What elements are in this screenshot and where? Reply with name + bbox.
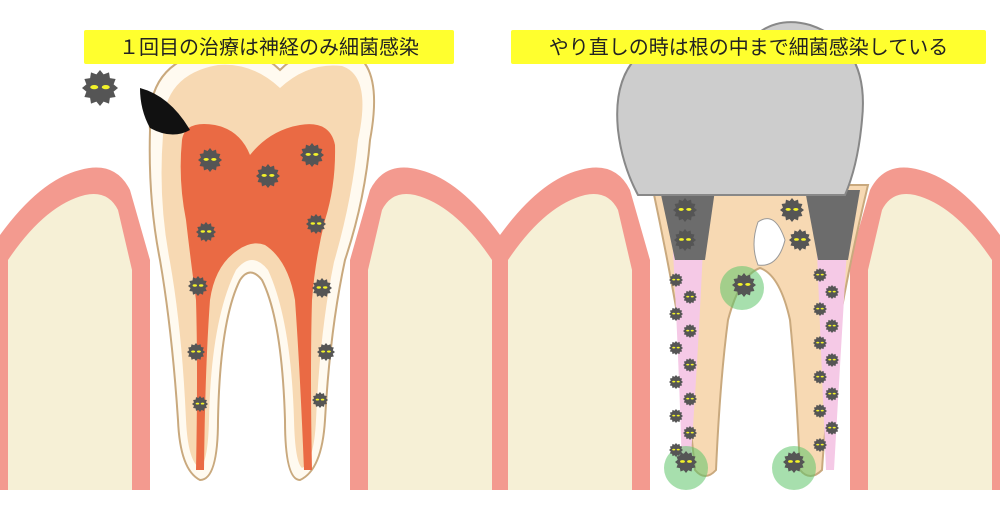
bacteria-germ-icon (312, 278, 332, 298)
panel-first-treatment: １回目の治療は神経のみ細菌感染 (0, 30, 500, 490)
bacteria-germ-icon (317, 343, 335, 361)
crown-margin-gap (753, 218, 786, 266)
bacteria-germ-icon (188, 276, 208, 296)
bacteria-germ-icon (825, 285, 839, 299)
bacteria-germ-icon (196, 222, 216, 242)
bacteria-germ-icon (683, 358, 697, 372)
bacteria-germ-icon (813, 370, 827, 384)
bacteria-germ-icon (82, 70, 118, 106)
bone-left (8, 194, 132, 490)
bacteria-germ-icon (683, 392, 697, 406)
bacteria-germ-icon (198, 148, 222, 172)
bacteria-germ-icon (825, 353, 839, 367)
bacteria-germ-icon (669, 443, 683, 457)
bacteria-germ-icon (813, 336, 827, 350)
tooth-diagram-first-treatment (0, 48, 500, 490)
bacteria-germ-icon (256, 164, 280, 188)
bacteria-germ-icon (780, 198, 804, 222)
cavity-hole-icon (140, 88, 190, 135)
bacteria-germ-icon (306, 214, 326, 234)
bacteria-germ-icon (683, 324, 697, 338)
bacteria-germ-icon (673, 198, 697, 222)
bacteria-germ-icon (825, 421, 839, 435)
germ-group-left (82, 70, 335, 412)
bacteria-germ-icon (813, 302, 827, 316)
bacteria-germ-icon (187, 343, 205, 361)
bacteria-germ-icon (300, 143, 324, 167)
bacteria-germ-icon (669, 307, 683, 321)
bone-right (368, 194, 492, 490)
panel-retreatment: やり直しの時は根の中まで細菌感染している (500, 0, 1000, 508)
bone-right (868, 194, 992, 490)
tooth-diagram-retreatment (500, 21, 1000, 490)
bacteria-germ-icon (312, 392, 328, 408)
post-core-left (660, 190, 715, 260)
bacteria-germ-icon (825, 387, 839, 401)
caption-first-treatment: １回目の治療は神経のみ細菌感染 (84, 30, 454, 64)
treated-canal-right (815, 200, 850, 470)
bacteria-germ-icon (825, 319, 839, 333)
bacteria-germ-icon (669, 273, 683, 287)
bacteria-germ-icon (683, 290, 697, 304)
post-core-right (805, 190, 860, 260)
bacteria-germ-icon (192, 396, 208, 412)
germ-group-right (669, 198, 839, 473)
bone-left (508, 194, 632, 490)
bacteria-germ-icon (732, 273, 756, 297)
bacteria-germ-icon (674, 229, 696, 251)
bacteria-germ-icon (669, 375, 683, 389)
bacteria-germ-icon (675, 451, 697, 473)
bacteria-germ-icon (783, 451, 805, 473)
bacteria-germ-icon (813, 268, 827, 282)
bacteria-germ-icon (669, 409, 683, 423)
caption-retreatment: やり直しの時は根の中まで細菌感染している (511, 30, 986, 64)
bacteria-germ-icon (789, 229, 811, 251)
bacteria-germ-icon (813, 404, 827, 418)
bacteria-germ-icon (813, 438, 827, 452)
infected-pulp (180, 124, 336, 470)
bacteria-germ-icon (669, 341, 683, 355)
bacteria-germ-icon (683, 426, 697, 440)
